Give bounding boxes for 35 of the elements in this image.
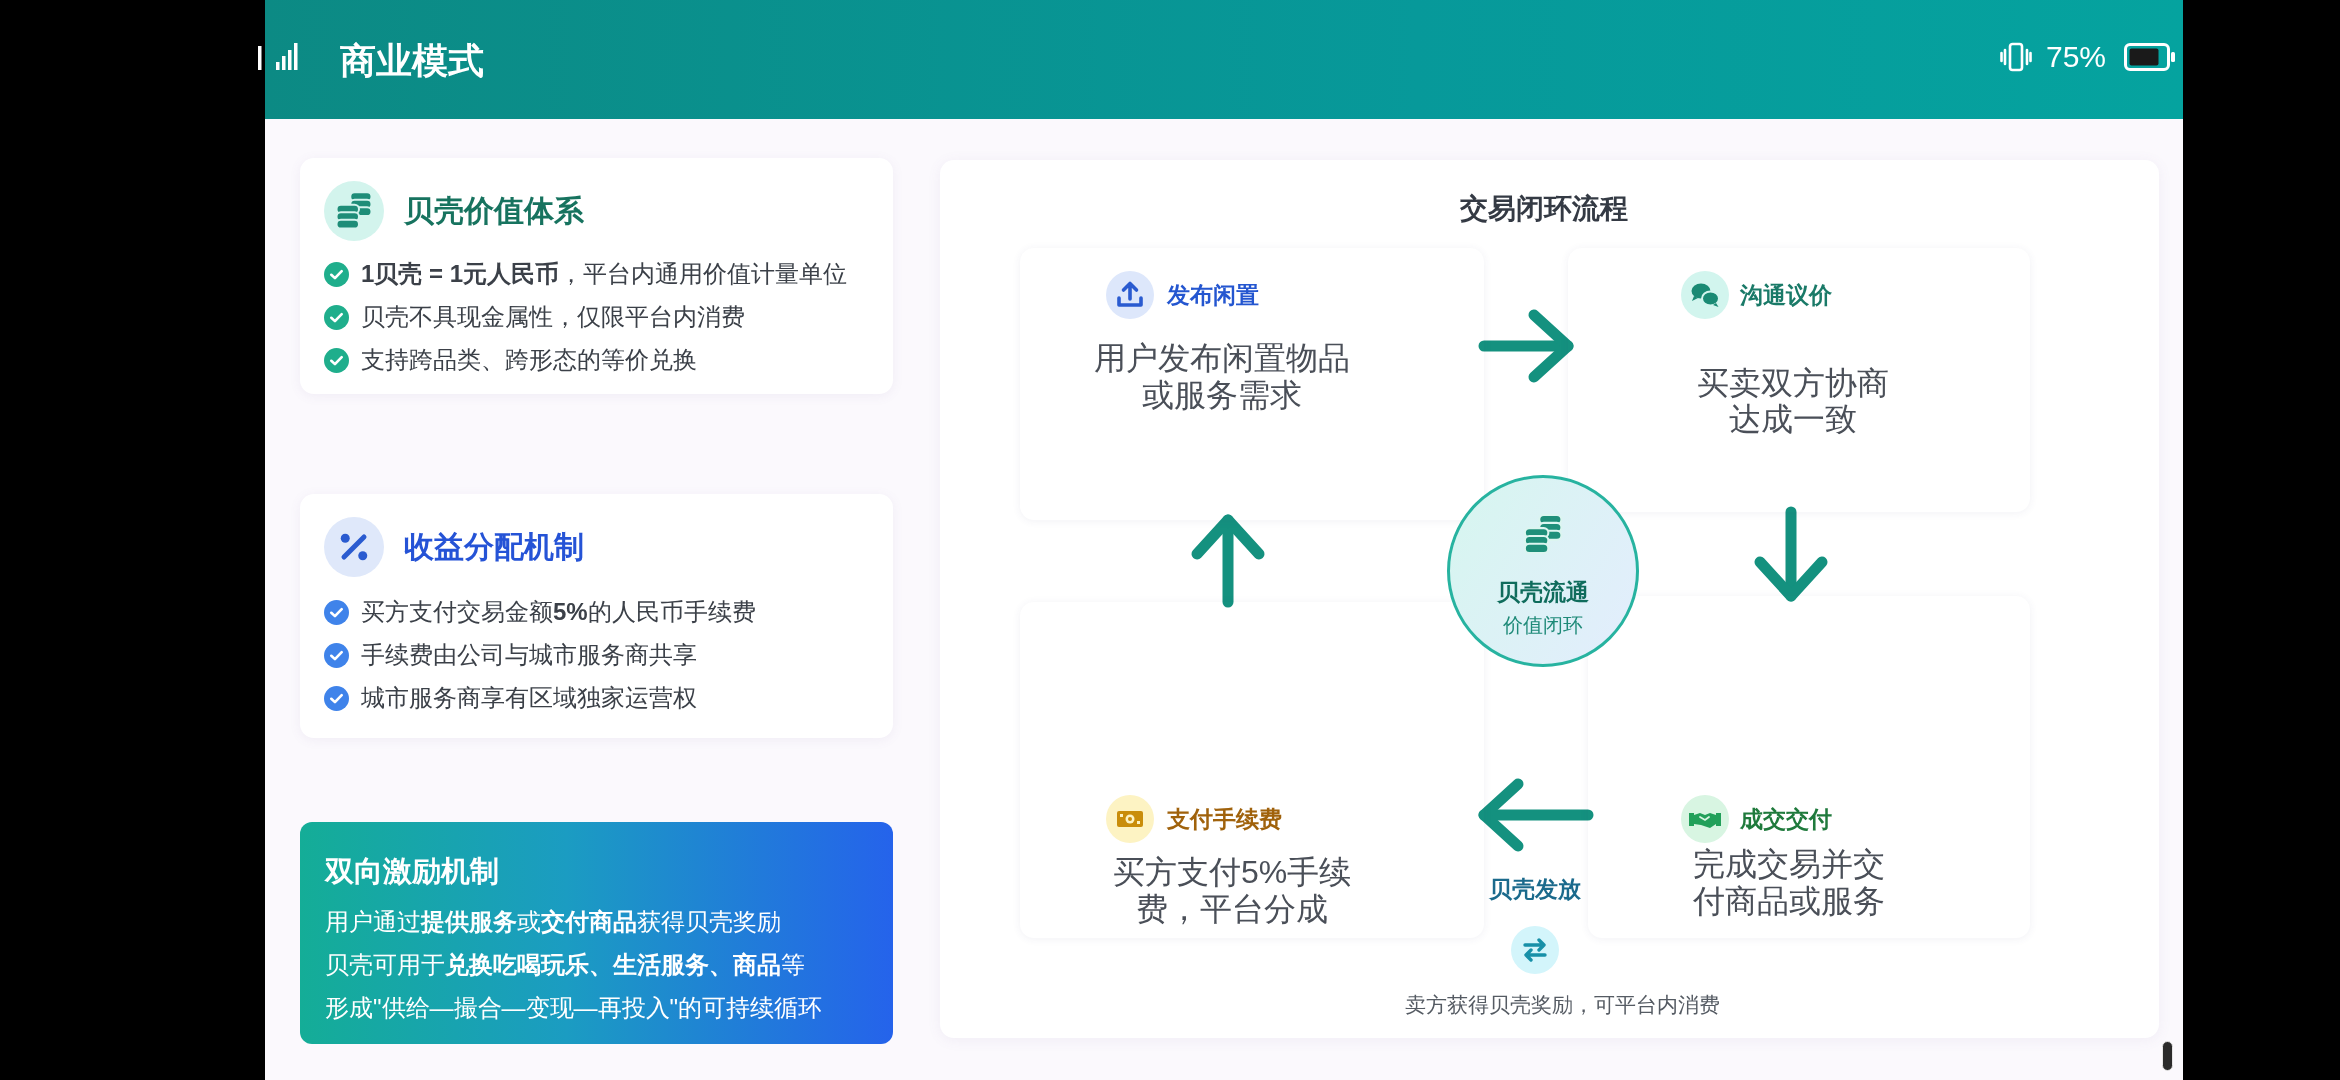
card-heading: 收益分配机制 [404, 529, 584, 565]
step-description: 买方支付5%手续费，平台分成 [1111, 853, 1353, 928]
card-heading: 双向激励机制 [325, 854, 499, 889]
bullet-text: 1贝壳 = 1元人民币，平台内通用价值计量单位 [361, 259, 848, 289]
bullet-text: 手续费由公司与城市服务商共享 [361, 640, 697, 670]
bullet-text: 贝壳不具现金属性，仅限平台内消费 [361, 302, 745, 332]
highlight-card [300, 822, 893, 1044]
step-description: 买卖双方协商达成一致 [1696, 365, 1890, 437]
hub-subtitle: 价值闭环 [1503, 613, 1583, 638]
info-card [300, 494, 893, 738]
page-title: 商业模式 [340, 39, 484, 83]
hub-title: 贝壳流通 [1497, 578, 1589, 606]
step-description: 用户发布闲置物品或服务需求 [1093, 339, 1351, 414]
arrow [1191, 514, 1265, 608]
card-text: 用户通过提供服务或交付商品获得贝壳奖励 [325, 907, 781, 937]
step-title: 支付手续费 [1167, 805, 1282, 834]
info-card [300, 158, 893, 394]
arrow [1478, 778, 1594, 852]
card-heading: 贝壳价值体系 [404, 193, 584, 229]
step-title: 发布闲置 [1167, 281, 1259, 310]
bullet-text: 买方支付交易金额5%的人民币手续费 [361, 597, 756, 627]
bullet-text: 支持跨品类、跨形态的等价兑换 [361, 345, 697, 375]
flow-panel [940, 160, 2159, 1038]
battery-percentage: 75% [2046, 39, 2107, 75]
arrow [1478, 309, 1574, 383]
step-title: 成交交付 [1740, 805, 1832, 834]
card-text: 形成"供给—撮合—变现—再投入"的可持续循环 [325, 993, 823, 1023]
arrow [1754, 506, 1828, 602]
step-description: 完成交易并交付商品或服务 [1692, 845, 1886, 920]
card-text: 贝壳可用于兑换吃喝玩乐、生活服务、商品等 [325, 950, 805, 980]
step-title: 贝壳发放 [1489, 875, 1581, 904]
panel-title: 交易闭环流程 [1460, 192, 1628, 226]
step-title: 沟通议价 [1740, 281, 1832, 310]
bullet-text: 城市服务商享有区域独家运营权 [361, 683, 697, 713]
caption-text: 卖方获得贝壳奖励，可平台内消费 [1404, 992, 1720, 1019]
